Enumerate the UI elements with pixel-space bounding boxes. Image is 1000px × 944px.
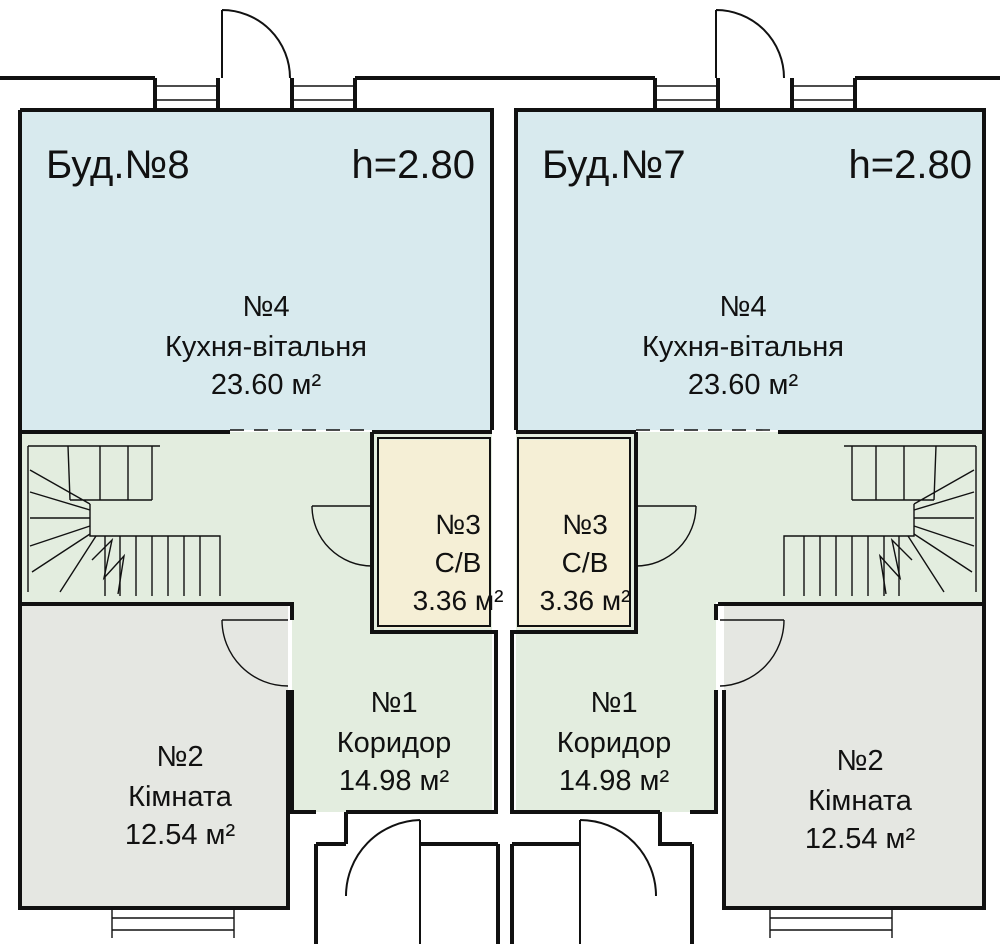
room-name-7: Кімната bbox=[808, 785, 913, 817]
top-window-7 bbox=[655, 85, 855, 101]
kitchen-number-8: №4 bbox=[242, 291, 289, 323]
ceiling-height-8: h=2.80 bbox=[352, 143, 475, 187]
bathroom-fill-7 bbox=[518, 440, 630, 628]
room-name-8: Кімната bbox=[128, 781, 233, 813]
entry-door-8 bbox=[221, 9, 291, 79]
building-label-7: Буд.№7 bbox=[542, 143, 686, 187]
room-fill-8 bbox=[20, 606, 288, 908]
kitchen-room-fill-8 bbox=[20, 112, 492, 430]
room-area-7: 12.54 м² bbox=[805, 823, 916, 855]
bathroom-number-8: №3 bbox=[435, 509, 481, 540]
kitchen-area-8: 23.60 м² bbox=[211, 369, 322, 401]
room-door-7 bbox=[719, 619, 785, 687]
corridor-area-7: 14.98 м² bbox=[559, 765, 670, 797]
bottom-window-7 bbox=[769, 908, 893, 938]
corridor-area-8: 14.98 м² bbox=[339, 765, 450, 797]
bathroom-walls-7 bbox=[517, 437, 631, 627]
bathroom-number-7: №3 bbox=[562, 509, 608, 540]
kitchen-name-8: Кухня-вітальня bbox=[165, 331, 367, 363]
room-number-8: №2 bbox=[156, 741, 203, 773]
kitchen-name-7: Кухня-вітальня bbox=[642, 331, 844, 363]
top-wall-7 bbox=[500, 76, 1000, 110]
entry-door-7 bbox=[715, 9, 785, 79]
kitchen-number-7: №4 bbox=[719, 291, 766, 323]
top-window-8 bbox=[155, 85, 355, 101]
bath-door-7 bbox=[635, 505, 697, 567]
staircase-7 bbox=[783, 445, 977, 596]
bathroom-fill-8 bbox=[378, 440, 490, 628]
bath-door-8 bbox=[311, 505, 373, 567]
corridor-name-8: Коридор bbox=[337, 727, 452, 759]
kitchen-room-fill-7 bbox=[516, 112, 982, 430]
bathroom-walls-8 bbox=[377, 437, 491, 627]
kitchen-area-7: 23.60 м² bbox=[688, 369, 799, 401]
corridor-number-8: №1 bbox=[370, 687, 417, 719]
outer-wall-7 bbox=[510, 108, 986, 910]
bathroom-area-7: 3.36 м² bbox=[540, 585, 631, 616]
unit-8 bbox=[0, 9, 500, 944]
corridor-name-7: Коридор bbox=[557, 727, 672, 759]
bathroom-area-8: 3.36 м² bbox=[413, 585, 504, 616]
bottom-door-7 bbox=[579, 819, 657, 944]
room-fill-7 bbox=[724, 606, 982, 908]
bathroom-name-7: С/В bbox=[562, 547, 609, 578]
corridor-number-7: №1 bbox=[590, 687, 637, 719]
room-area-8: 12.54 м² bbox=[125, 819, 236, 851]
bottom-entry-7 bbox=[510, 812, 694, 944]
building-label-8: Буд.№8 bbox=[46, 143, 190, 187]
top-wall-8 bbox=[0, 76, 500, 110]
room-number-7: №2 bbox=[836, 745, 883, 777]
bottom-window-8 bbox=[111, 908, 235, 938]
bathroom-name-8: С/В bbox=[435, 547, 482, 578]
room-door-8 bbox=[221, 619, 289, 687]
staircase-8 bbox=[27, 445, 221, 596]
outer-wall-8 bbox=[18, 108, 498, 910]
ceiling-height-7: h=2.80 bbox=[849, 143, 972, 187]
unit-7 bbox=[500, 9, 1000, 944]
bottom-door-8 bbox=[345, 819, 421, 944]
bottom-entry-8 bbox=[314, 812, 500, 944]
